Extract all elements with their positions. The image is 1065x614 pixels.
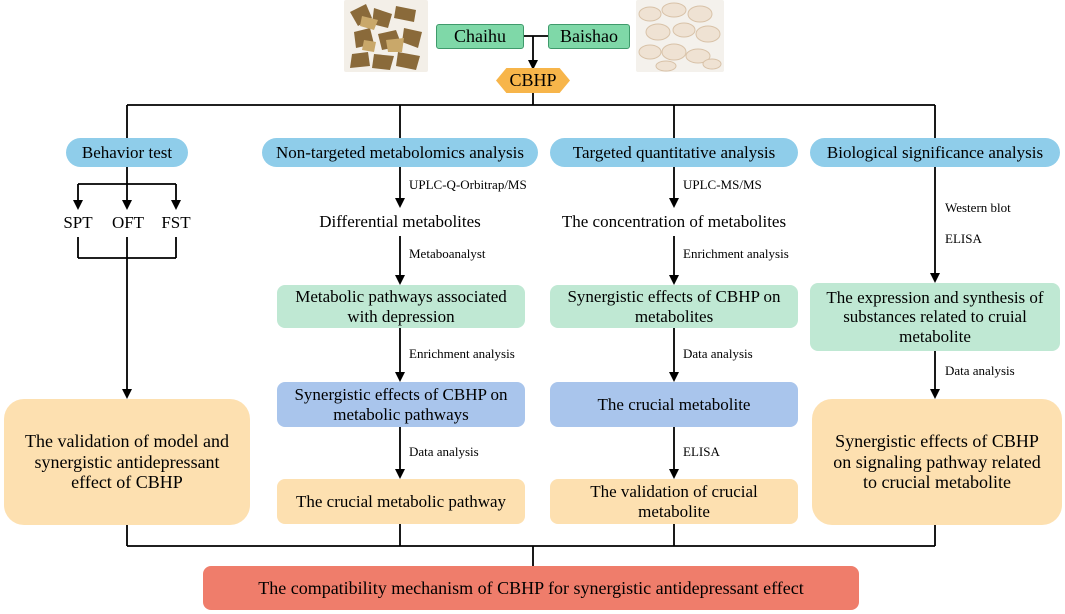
baishao-herb-photo bbox=[636, 0, 724, 72]
differential-metabolites: Differential metabolites bbox=[319, 212, 481, 232]
metabolite-validation-box: The validation of crucial metabolite bbox=[550, 479, 798, 524]
spt-test: SPT bbox=[63, 213, 93, 233]
biological-significance-header: Biological significance analysis bbox=[810, 138, 1060, 167]
method-label: Data analysis bbox=[945, 363, 1015, 378]
method-label: UPLC-MS/MS bbox=[683, 177, 762, 192]
behavior-test-header: Behavior test bbox=[66, 138, 188, 167]
method-label: Data analysis bbox=[409, 444, 479, 459]
crucial-metabolite-box: The crucial metabolite bbox=[550, 382, 798, 427]
method-label: ELISA bbox=[683, 444, 720, 459]
method-label: ELISA bbox=[945, 231, 982, 246]
metabolic-pathways-box: Metabolic pathways associated with depre… bbox=[277, 285, 525, 328]
method-label: Data analysis bbox=[683, 346, 753, 361]
metabolite-concentration: The concentration of metabolites bbox=[561, 212, 787, 232]
targeted-quantitative-header: Targeted quantitative analysis bbox=[550, 138, 798, 167]
expression-synthesis-box: The expression and synthesis of substanc… bbox=[810, 283, 1060, 351]
non-targeted-metabolomics-header: Non-targeted metabolomics analysis bbox=[262, 138, 538, 167]
crucial-pathway-box: The crucial metabolic pathway bbox=[277, 479, 525, 524]
fst-test: FST bbox=[161, 213, 191, 233]
oft-test: OFT bbox=[111, 213, 145, 233]
method-label: Enrichment analysis bbox=[683, 246, 789, 261]
synergistic-metabolites-box: Synergistic effects of CBHP on metabolit… bbox=[550, 285, 798, 328]
method-label: Western blot bbox=[945, 200, 1011, 215]
chaihu-box: Chaihu bbox=[436, 24, 524, 49]
compatibility-mechanism-box: The compatibility mechanism of CBHP for … bbox=[203, 566, 859, 610]
method-label: Enrichment analysis bbox=[409, 346, 515, 361]
method-label: Metaboanalyst bbox=[409, 246, 486, 261]
model-validation-box: The validation of model and synergistic … bbox=[4, 399, 250, 525]
cbhp-formula-node: CBHP bbox=[496, 68, 570, 93]
method-label: UPLC-Q-Orbitrap/MS bbox=[409, 177, 527, 192]
chaihu-herb-photo bbox=[344, 0, 428, 72]
signaling-pathway-box: Synergistic effects of CBHP on signaling… bbox=[812, 399, 1062, 525]
baishao-box: Baishao bbox=[548, 24, 630, 49]
synergistic-pathways-box: Synergistic effects of CBHP on metabolic… bbox=[277, 382, 525, 427]
